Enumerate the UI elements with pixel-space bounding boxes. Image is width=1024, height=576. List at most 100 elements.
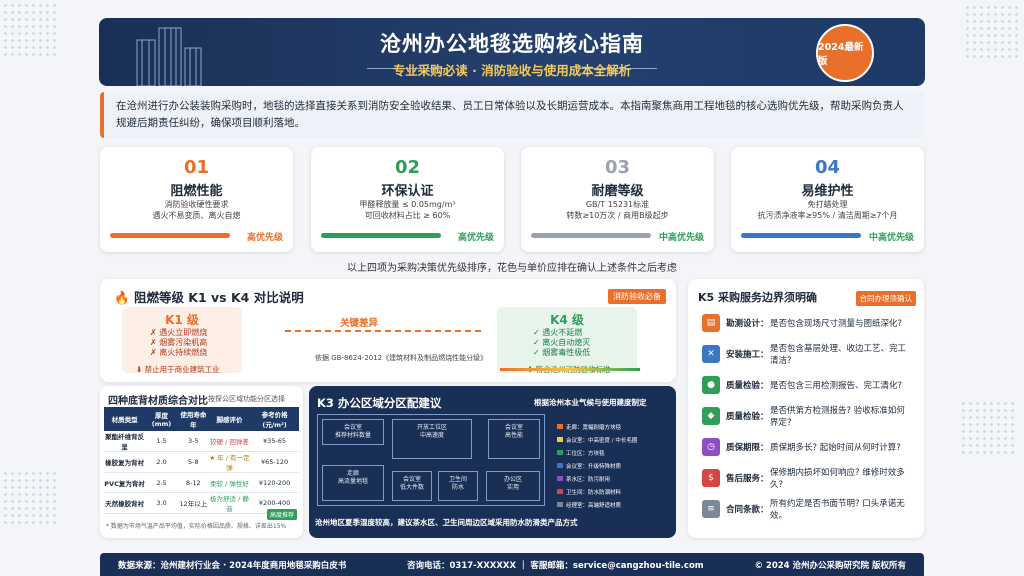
k1-box: K1 级 ✗ 遇火立即燃烧 ✗ 烟雾污染机高 ✗ 离火持续燃烧 ⬇ 禁止用于商业… bbox=[122, 307, 242, 374]
footer-contact: 咨询电话：0317-XXXXXX ｜ 客服邮箱：service@cangzhou… bbox=[407, 560, 704, 571]
footnote: * 数据为市场气温产品平均值，实际价格因品质、规格、详差出15% bbox=[106, 523, 287, 530]
page-title: 沧州办公地毯选购核心指南 bbox=[380, 32, 644, 56]
table-cell: ★ 年 / 有一定弹 bbox=[208, 451, 251, 473]
list-item: ✗ 离火持续燃烧 bbox=[150, 348, 208, 357]
k1-list: ✗ 遇火立即燃烧 ✗ 烟雾污染机高 ✗ 离火持续燃烧 bbox=[150, 328, 207, 358]
document-icon: ≡ bbox=[702, 500, 720, 518]
priority-note: 以上四项为采购决策优先级排序，花色与单价应排在确认上述条件之后考虑 bbox=[347, 263, 677, 274]
page-subtitle: 专业采购必读 · 消防验收与使用成本全解析 bbox=[392, 63, 632, 78]
card-desc: 免打蜡处理 bbox=[807, 200, 848, 209]
card-desc: 转数≥10万次 / 商用B级起步 bbox=[566, 211, 669, 220]
card-title: 环保认证 bbox=[381, 184, 434, 199]
priority-card: 01 阻燃性能 消防验收硬性要求 遇火不易变质、离火自熄 高优先级 bbox=[100, 147, 293, 252]
table-row: PVC复为背衬 2.5 8-12 柔软 / 弹性好 ¥120-200 bbox=[104, 472, 299, 493]
priority-card: 02 环保认证 甲醛释放量 ≤ 0.05mg/m³ 可回收材料占比 ≥ 60% … bbox=[311, 147, 504, 252]
room: 会议室推荐材料数量 bbox=[322, 419, 384, 445]
table-cell: 1.5 bbox=[145, 431, 178, 452]
table-cell: ¥120-200 bbox=[250, 472, 299, 493]
building-icon bbox=[136, 27, 202, 86]
item-text: 是否供第方检测报告? 验收标准如何界定? bbox=[770, 406, 905, 428]
item-text: 是否包含三用检测报告、完工清化? bbox=[770, 381, 903, 391]
card-desc: 遇火不易变质、离火自熄 bbox=[152, 211, 241, 220]
item-label: 安装施工： bbox=[726, 350, 769, 360]
card-number: 01 bbox=[183, 157, 210, 178]
list-item: ✓ 离火自动熄灭 bbox=[533, 338, 591, 347]
service-boundary-panel: K5 采购服务边界须明确 合同办理须确认 ▤ 勘测设计： 是否包含现场尺寸测量与… bbox=[688, 279, 924, 538]
header-banner: 沧州办公地毯选购核心指南 专业采购必读 · 消防验收与使用成本全解析 bbox=[99, 18, 925, 86]
divider bbox=[577, 68, 657, 69]
list-item: ● 质量检验： 是否包含三用检测报告、完工清化? bbox=[702, 372, 912, 398]
list-item: ◆ 质量检验： 是否供第方检测报告? 验收标准如何界定? bbox=[702, 403, 912, 429]
table-header: 材质类型 厚度(mm) 使用寿命年 脚感评价 参考价格(元/m²) bbox=[104, 407, 299, 431]
dot-pattern bbox=[964, 4, 1022, 62]
priority-label: 高优先级 bbox=[457, 233, 494, 243]
rating-scale bbox=[500, 368, 640, 371]
legend-item: 卫生间：防水防潮材料 bbox=[557, 485, 669, 498]
list-item: ✓ 遇火不延燃 bbox=[533, 328, 583, 337]
legend-item: 会议室：升级特殊材质 bbox=[557, 459, 669, 472]
list-item: ✗ 烟雾污染机高 bbox=[150, 338, 208, 347]
room: 卫生间防水 bbox=[438, 471, 478, 501]
card-desc: 可回收材料占比 ≥ 60% bbox=[364, 211, 451, 220]
priority-label: 中高优先级 bbox=[658, 233, 704, 243]
ruler-icon: ▤ bbox=[702, 314, 720, 332]
card-title: 阻燃性能 bbox=[170, 184, 223, 199]
priority-card: 03 耐磨等级 GB/T 15231标准 转数≥10万次 / 商用B级起步 中高… bbox=[521, 147, 714, 252]
item-text: 所有约定是否书面节明? 口头承诺无效。 bbox=[770, 499, 905, 521]
card-number: 04 bbox=[814, 157, 841, 178]
table-row: 聚酯纤维背反呈 1.5 3-5 较硬 / 回弹差 ¥35-65 bbox=[104, 431, 299, 452]
card-number: 02 bbox=[394, 157, 421, 178]
table-cell: 柔软 / 弹性好 bbox=[208, 472, 251, 493]
list-item: ✗ 遇火立即燃烧 bbox=[150, 328, 208, 337]
section-title: K5 采购服务边界须明确 bbox=[698, 291, 818, 304]
item-label: 质量检验： bbox=[726, 412, 769, 422]
table-cell: 极为舒适 / 静音 bbox=[208, 492, 251, 514]
list-item: $ 售后服务： 保修期内损坏如何响应? 维修时效多久? bbox=[702, 465, 912, 491]
item-text: 保修期内损坏如何响应? 维修时效多久? bbox=[770, 468, 905, 490]
card-desc: 消防验收硬性要求 bbox=[164, 200, 229, 209]
legend-item: 会议室：中高密度 / 中长毛圈 bbox=[557, 433, 669, 446]
table-row: 橡胶复为背衬 2.0 5-8 ★ 年 / 有一定弹 ¥65-120 bbox=[104, 451, 299, 473]
required-tag: 消防验收必备 bbox=[608, 289, 666, 304]
dot-pattern bbox=[960, 400, 1018, 458]
table-cell: 5-8 bbox=[177, 451, 209, 473]
legend-item: 茶水区：防污耐用 bbox=[557, 472, 669, 485]
room: 办公区实用 bbox=[486, 471, 540, 501]
item-label: 售后服务： bbox=[726, 474, 769, 484]
item-label: 质保期限： bbox=[726, 443, 769, 453]
section-title: 四种底背材质综合对比 bbox=[108, 396, 208, 407]
item-label: 质量检验： bbox=[726, 381, 769, 391]
column-header: 参考价格(元/m²) bbox=[250, 407, 299, 431]
room: 会议室高性能 bbox=[488, 419, 540, 459]
tools-icon: ✕ bbox=[702, 345, 720, 363]
card-desc: GB/T 15231标准 bbox=[585, 200, 650, 209]
zone-legend: 走廊：宽幅耐磨方块毯 会议室：中高密度 / 中长毛圈 工位区：方块毯 会议室：升… bbox=[557, 420, 669, 511]
table-row: 天然橡胶背衬 3.0 12年以上 极为舒适 / 静音 ¥200-400 bbox=[104, 492, 299, 514]
table-cell: 橡胶复为背衬 bbox=[104, 451, 146, 473]
intro-text: 在沧州进行办公装装购采购时，地毯的选择直接关系到消防安全验收结果、员工日常体验以… bbox=[100, 92, 924, 138]
list-item: ✓ 烟雾毒性极低 bbox=[533, 348, 591, 357]
floor-plan: 会议室推荐材料数量 开放工位区中高速度 会议室高性能 走廊高流量地毯 会议室低大… bbox=[317, 414, 545, 506]
drop-icon: ● bbox=[702, 376, 720, 394]
table-cell: 天然橡胶背衬 bbox=[104, 492, 146, 514]
table-cell: 3.0 bbox=[145, 492, 178, 514]
legend-item: 工位区：方块毯 bbox=[557, 446, 669, 459]
footer-copyright: © 2024 沧州办公采购研究院 版权所有 bbox=[754, 560, 906, 571]
contract-tag: 合同办理须确认 bbox=[855, 291, 916, 306]
legend-item: 经理室：高端舒适材质 bbox=[557, 498, 669, 511]
section-title: 🔥 阻燃等级 K1 vs K4 对比说明 bbox=[114, 290, 304, 305]
item-text: 是否包含现场尺寸测量与图纸深化? bbox=[770, 319, 903, 329]
room: 会议室低大件数 bbox=[392, 471, 432, 501]
zone-recommendation-section: K3 办公区域分区配建议 根据沧州本业气候与使用建度制定 会议室推荐材料数量 开… bbox=[309, 386, 676, 538]
list-item: ◷ 质保期限： 质保期多长? 起始时间从何时计算? bbox=[702, 434, 912, 460]
legend-item: 走廊：宽幅耐磨方块毯 bbox=[557, 420, 669, 433]
priority-bar bbox=[741, 233, 861, 238]
section-subtitle: 按探公区域功能分区选择 bbox=[208, 395, 285, 403]
material-comparison-section: 四种底背材质综合对比 按探公区域功能分区选择 材质类型 厚度(mm) 使用寿命年… bbox=[100, 386, 303, 538]
priority-label: 中高优先级 bbox=[868, 233, 914, 243]
shield-icon: ◆ bbox=[702, 407, 720, 425]
table-cell: 聚酯纤维背反呈 bbox=[104, 431, 146, 452]
k4-box: K4 级 ✓ 遇火不延燃 ✓ 离火自动熄灭 ✓ 烟雾毒性极低 ⬇ 符合沧州消防验… bbox=[497, 307, 637, 374]
priority-bar bbox=[110, 233, 230, 238]
difference-label: 关键差异 bbox=[340, 318, 379, 329]
